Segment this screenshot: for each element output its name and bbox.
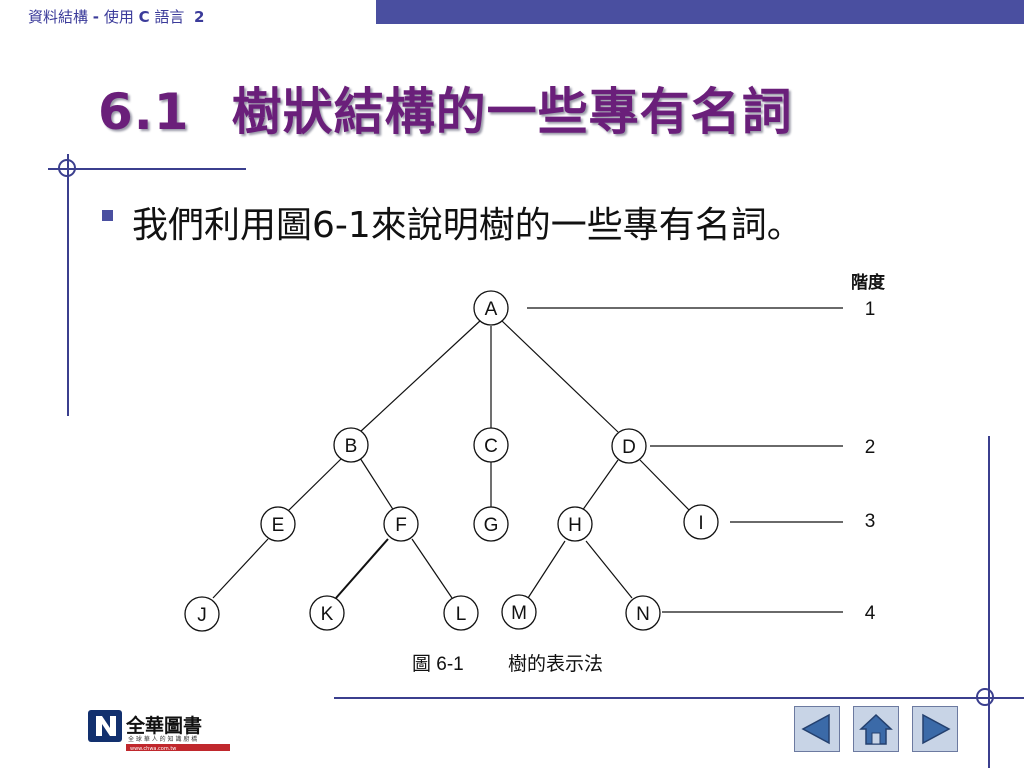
- bullet-marker: [102, 210, 113, 221]
- header-course-prefix: 資料結構: [28, 8, 89, 26]
- node-m-label: M: [511, 603, 527, 624]
- node-d-circle: [611, 428, 647, 464]
- slide-header: 資料結構 - 使用 C 語言 2: [28, 6, 204, 27]
- edge-b-e: [287, 457, 343, 512]
- node-k-circle: [309, 595, 345, 631]
- node-a-circle: [473, 290, 509, 326]
- node-h-label: H: [568, 515, 582, 536]
- left-horizontal-rule: [48, 168, 246, 170]
- home-icon: [859, 713, 893, 745]
- header-bar: [376, 0, 1024, 24]
- bullet-text: 我們利用圖6-1來說明樹的一些專有名詞。: [132, 205, 803, 246]
- node-b-circle: [333, 427, 369, 463]
- edge-h-m: [527, 540, 566, 599]
- left-crosshair-circle: [58, 159, 76, 177]
- node-k-label: K: [321, 604, 334, 625]
- publisher-logo-mark: 全華圖書 全 球 華 人 的 知 識 廚 橋 www.chwa.com.tw: [88, 710, 230, 752]
- header-language-letter: C: [138, 8, 150, 26]
- edge-a-d: [500, 319, 619, 433]
- node-j-circle: [184, 596, 220, 632]
- node-g-circle: [473, 506, 509, 542]
- level-header: 階度: [851, 272, 886, 292]
- triangle-right-icon: [922, 713, 951, 745]
- publisher-logo: 全華圖書 全 球 華 人 的 知 識 廚 橋 www.chwa.com.tw: [88, 708, 238, 756]
- logo-name: 全華圖書: [125, 714, 202, 737]
- node-i-circle: [683, 504, 719, 540]
- level-label-2: 2: [865, 437, 876, 458]
- page-number: 2: [193, 8, 205, 26]
- node-m-circle: [501, 594, 537, 630]
- bottom-horizontal-rule: [334, 697, 1024, 699]
- logo-url: www.chwa.com.tw: [130, 746, 176, 752]
- node-f-label: F: [395, 515, 407, 536]
- triangle-left-icon: [801, 713, 830, 745]
- section-number: 6.1: [98, 83, 190, 141]
- figure-caption-label: 圖 6-1: [412, 654, 464, 675]
- edge-a-b: [359, 319, 482, 433]
- node-l-label: L: [456, 604, 467, 625]
- figure-caption-text: 樹的表示法: [508, 653, 603, 675]
- node-l-circle: [443, 595, 479, 631]
- slide-title: 6.1 樹狀結構的一些專有名詞: [98, 72, 793, 144]
- header-language-word: 語言: [154, 8, 185, 26]
- node-f-circle: [383, 506, 419, 542]
- logo-tagline: 全 球 華 人 的 知 識 廚 橋: [128, 735, 197, 743]
- node-d-label: D: [622, 437, 636, 458]
- node-g-label: G: [484, 515, 499, 536]
- header-separator: -: [92, 8, 100, 26]
- node-e-label: E: [272, 515, 285, 536]
- edge-d-i: [639, 459, 691, 512]
- node-b-label: B: [345, 436, 358, 457]
- left-vertical-rule: [67, 154, 69, 416]
- header-course-suffix: 使用: [103, 8, 134, 26]
- edge-f-l: [411, 538, 453, 599]
- node-n-label: N: [636, 604, 650, 625]
- node-c-circle: [473, 427, 509, 463]
- node-i-label: I: [698, 513, 703, 534]
- next-slide-button[interactable]: [912, 706, 958, 752]
- right-vertical-rule: [988, 436, 990, 768]
- edge-e-j: [212, 538, 269, 599]
- node-c-label: C: [484, 436, 498, 457]
- previous-slide-button[interactable]: [794, 706, 840, 752]
- home-button[interactable]: [853, 706, 899, 752]
- node-e-circle: [260, 506, 296, 542]
- edge-b-f: [359, 457, 395, 512]
- node-a-label: A: [485, 299, 498, 320]
- level-label-1: 1: [865, 299, 876, 320]
- node-h-circle: [557, 506, 593, 542]
- node-j-label: J: [197, 605, 207, 626]
- level-label-3: 3: [865, 511, 876, 532]
- edge-d-h: [581, 459, 619, 512]
- level-label-4: 4: [865, 603, 876, 624]
- right-crosshair-circle: [976, 688, 994, 706]
- edge-h-n: [585, 540, 633, 599]
- edge-f-k: [335, 538, 389, 599]
- section-title: 樹狀結構的一些專有名詞: [231, 83, 793, 141]
- node-n-circle: [625, 595, 661, 631]
